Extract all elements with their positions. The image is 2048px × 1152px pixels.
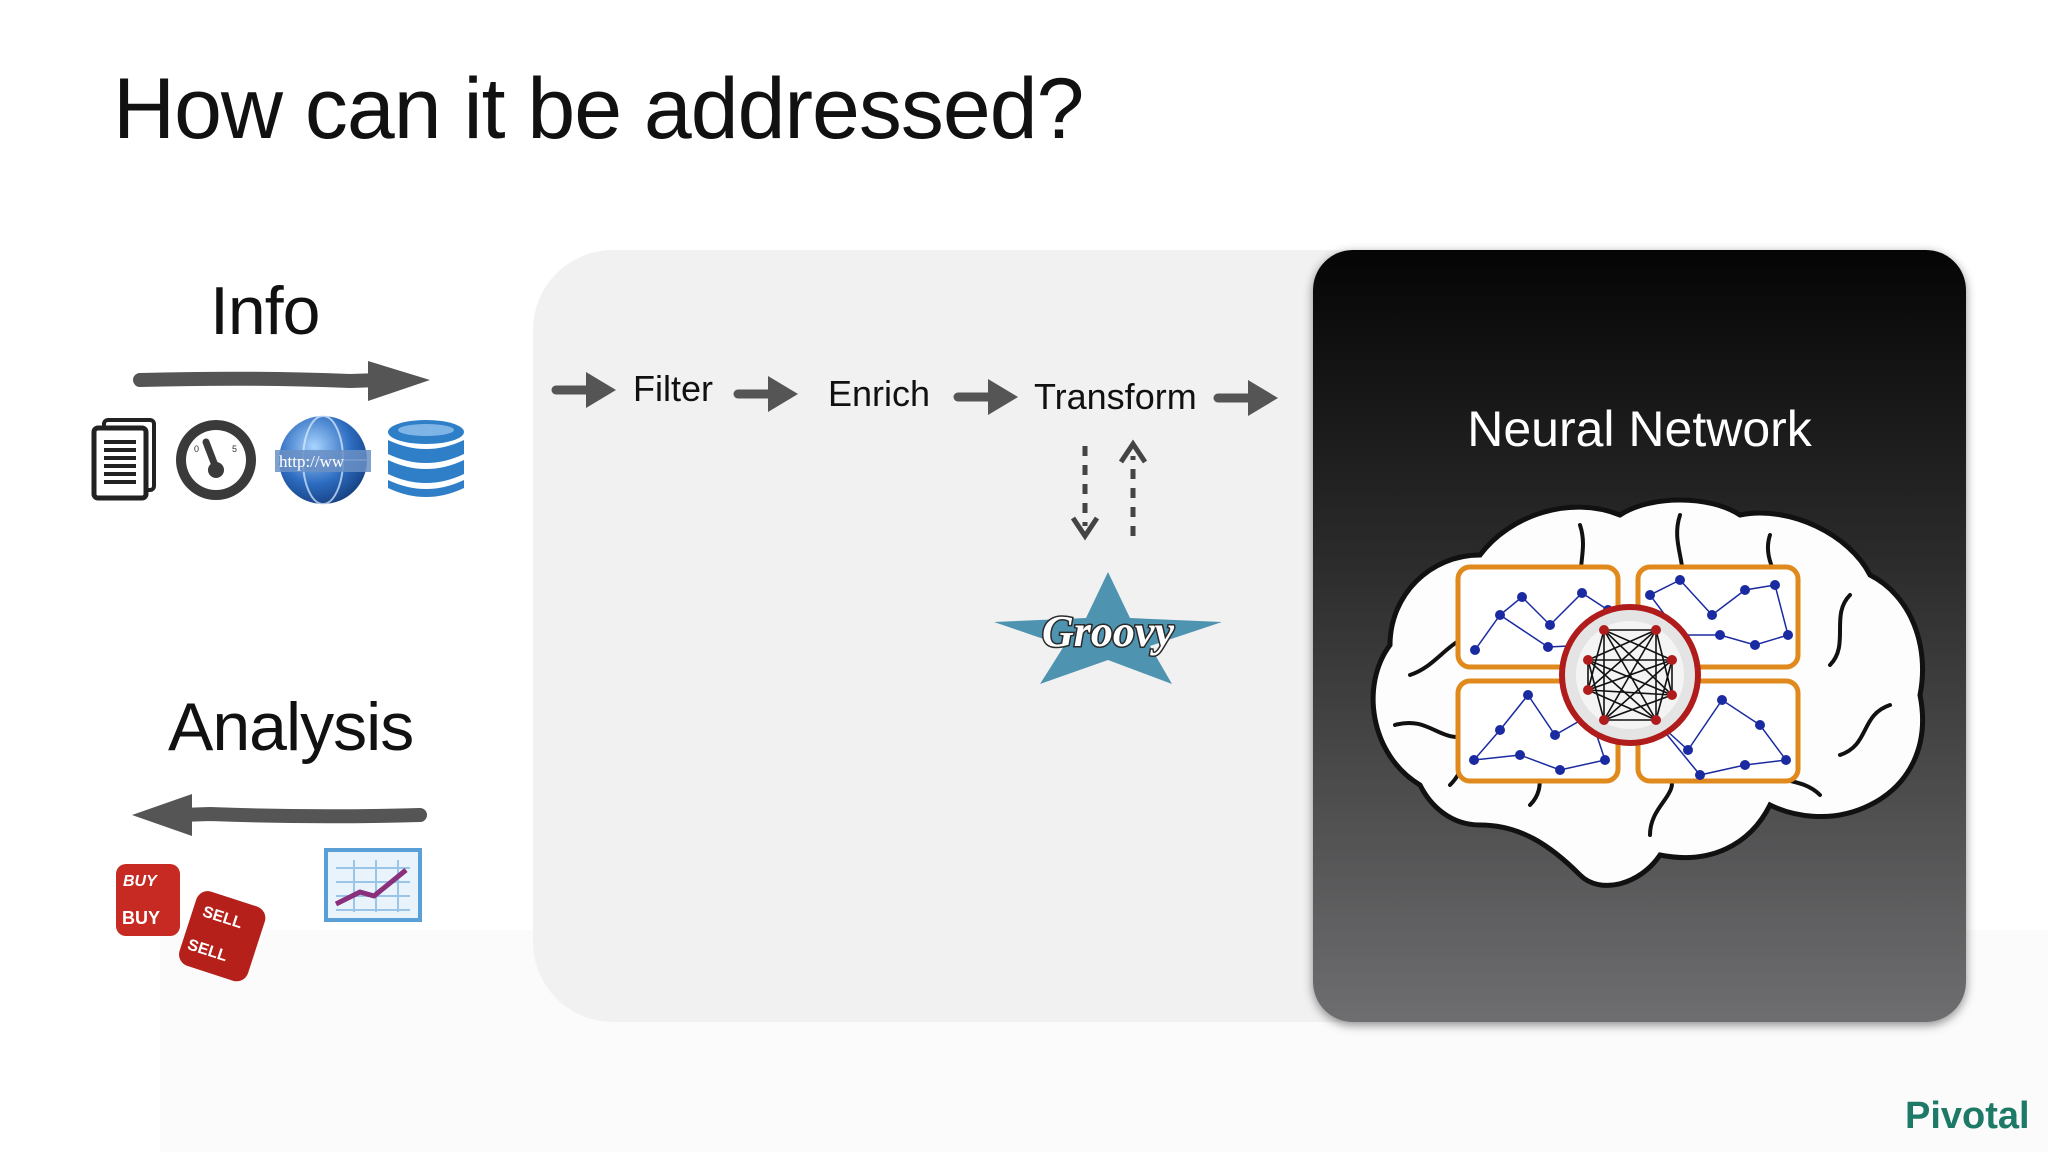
line-chart-icon xyxy=(324,848,422,922)
info-arrow xyxy=(133,361,430,401)
pipeline-arrow-3 xyxy=(953,379,1018,415)
document-icon xyxy=(91,418,156,501)
analysis-arrow xyxy=(132,794,427,836)
svg-text:BUY: BUY xyxy=(122,908,160,928)
svg-text:0: 0 xyxy=(194,444,199,454)
pipeline-arrow-2 xyxy=(733,376,798,412)
analysis-label: Analysis xyxy=(168,689,414,765)
svg-text:Groovy: Groovy xyxy=(1042,607,1174,656)
pivotal-logo: Pivotal xyxy=(1905,1095,2030,1137)
info-label: Info xyxy=(210,273,320,349)
web-globe-icon: http://ww xyxy=(275,415,371,505)
svg-text:BUY: BUY xyxy=(123,873,158,890)
step-filter: Filter xyxy=(633,368,713,409)
groovy-logo: Groovy xyxy=(994,572,1222,684)
step-enrich: Enrich xyxy=(828,373,931,414)
buy-sell-dice-icon: BUY BUY SELL SELL xyxy=(116,864,266,982)
neural-network-label: Neural Network xyxy=(1467,401,1812,457)
svg-text:http://ww: http://ww xyxy=(279,452,345,471)
svg-text:5: 5 xyxy=(232,444,237,454)
pipeline-arrow-4 xyxy=(1213,380,1278,416)
database-icon xyxy=(388,420,464,497)
brain-network-illustration xyxy=(1370,497,1926,888)
step-transform: Transform xyxy=(1034,376,1197,417)
gauge-icon: 0 5 xyxy=(176,420,256,500)
groovy-exchange-arrows xyxy=(1070,439,1148,541)
slide-title: How can it be addressed? xyxy=(113,61,1084,157)
pipeline-arrow-1 xyxy=(551,372,616,408)
